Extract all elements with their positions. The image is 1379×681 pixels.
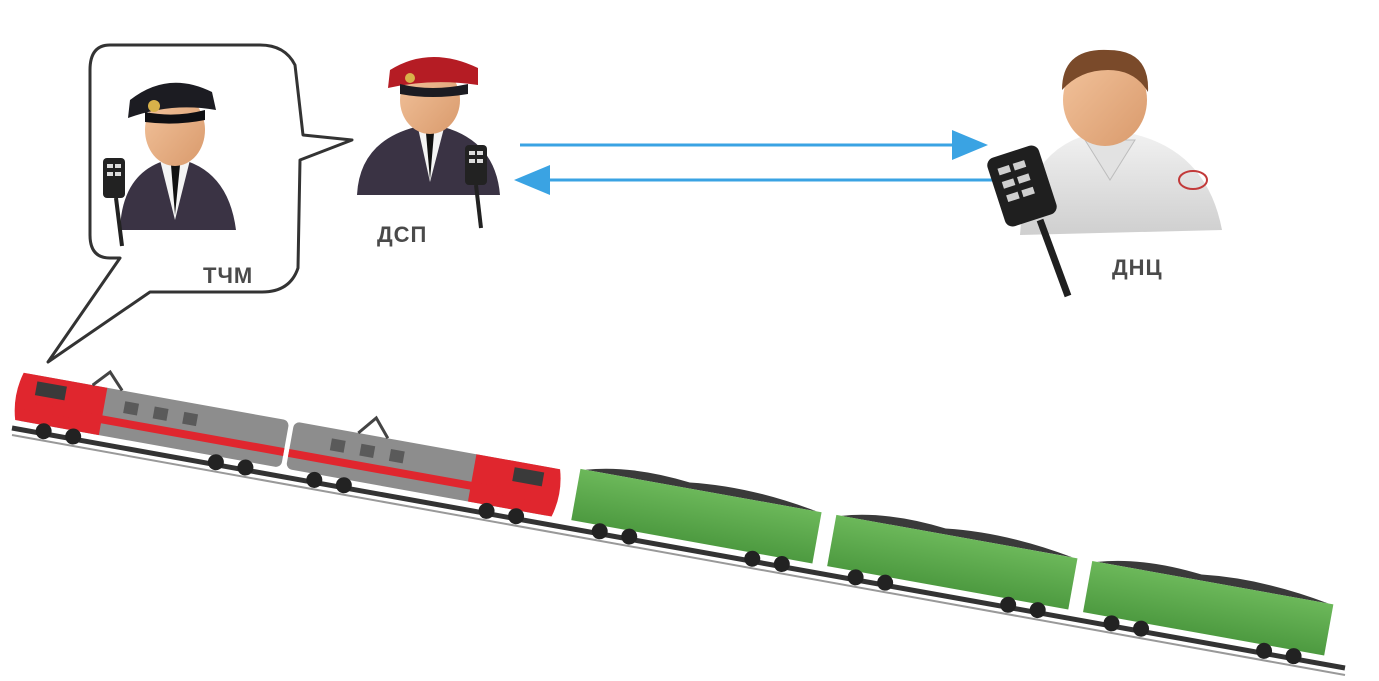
- dispatcher-radio-icon: [987, 145, 1072, 298]
- dispatcher-label: ДНЦ: [1112, 255, 1163, 280]
- driver-officer-icon: [120, 82, 236, 230]
- station-duty-officer-icon: [357, 56, 500, 195]
- electric-locomotive-icon: [14, 369, 1334, 665]
- locomotive-section-2: [286, 415, 561, 525]
- driver-radio-icon: [103, 158, 125, 247]
- station-duty-radio-icon: [465, 145, 487, 229]
- gondola-wagon-2: [827, 514, 1078, 619]
- railway-track: [11, 425, 1346, 671]
- driver-label: ТЧМ: [203, 263, 254, 288]
- dispatcher-icon: [1020, 49, 1222, 235]
- gondola-wagon-1: [571, 468, 822, 573]
- station-duty-label: ДСП: [377, 222, 428, 247]
- locomotive-section-1: [14, 369, 289, 476]
- gondola-wagon-3: [1083, 560, 1334, 665]
